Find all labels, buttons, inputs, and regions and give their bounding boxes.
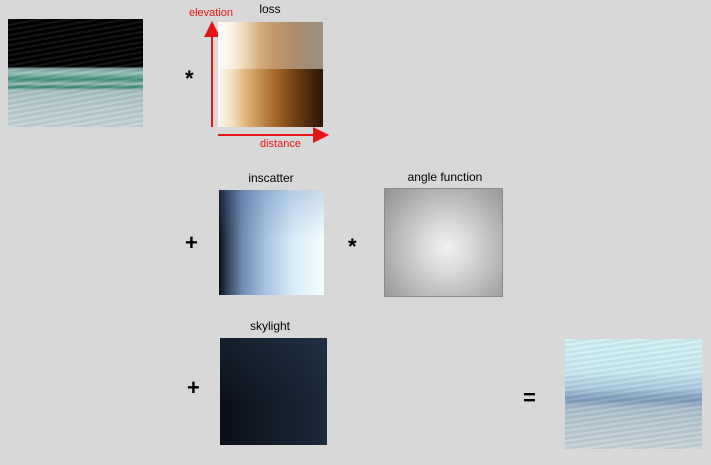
elevation-axis-label: elevation — [189, 7, 234, 19]
plus-operator-skylight: + — [187, 375, 200, 400]
skylight-label: skylight — [249, 319, 290, 333]
sun-dot — [447, 244, 449, 246]
distance-axis-label: distance — [260, 138, 301, 150]
plus-operator-inscatter: + — [185, 230, 198, 255]
inscatter-label: inscatter — [248, 171, 294, 185]
angle-function-label: angle function — [407, 170, 483, 184]
loss-axes — [204, 21, 329, 143]
multiply-operator-angle: * — [348, 234, 357, 259]
loss-texture — [218, 22, 323, 127]
angle-function-texture — [384, 188, 503, 297]
multiply-operator: * — [185, 66, 194, 91]
inscatter-texture — [219, 190, 324, 295]
loss-label: loss — [259, 2, 281, 16]
result-image — [565, 339, 702, 449]
skylight-texture — [220, 338, 327, 445]
equals-operator: = — [523, 385, 536, 410]
input-terrain-image — [8, 19, 143, 127]
